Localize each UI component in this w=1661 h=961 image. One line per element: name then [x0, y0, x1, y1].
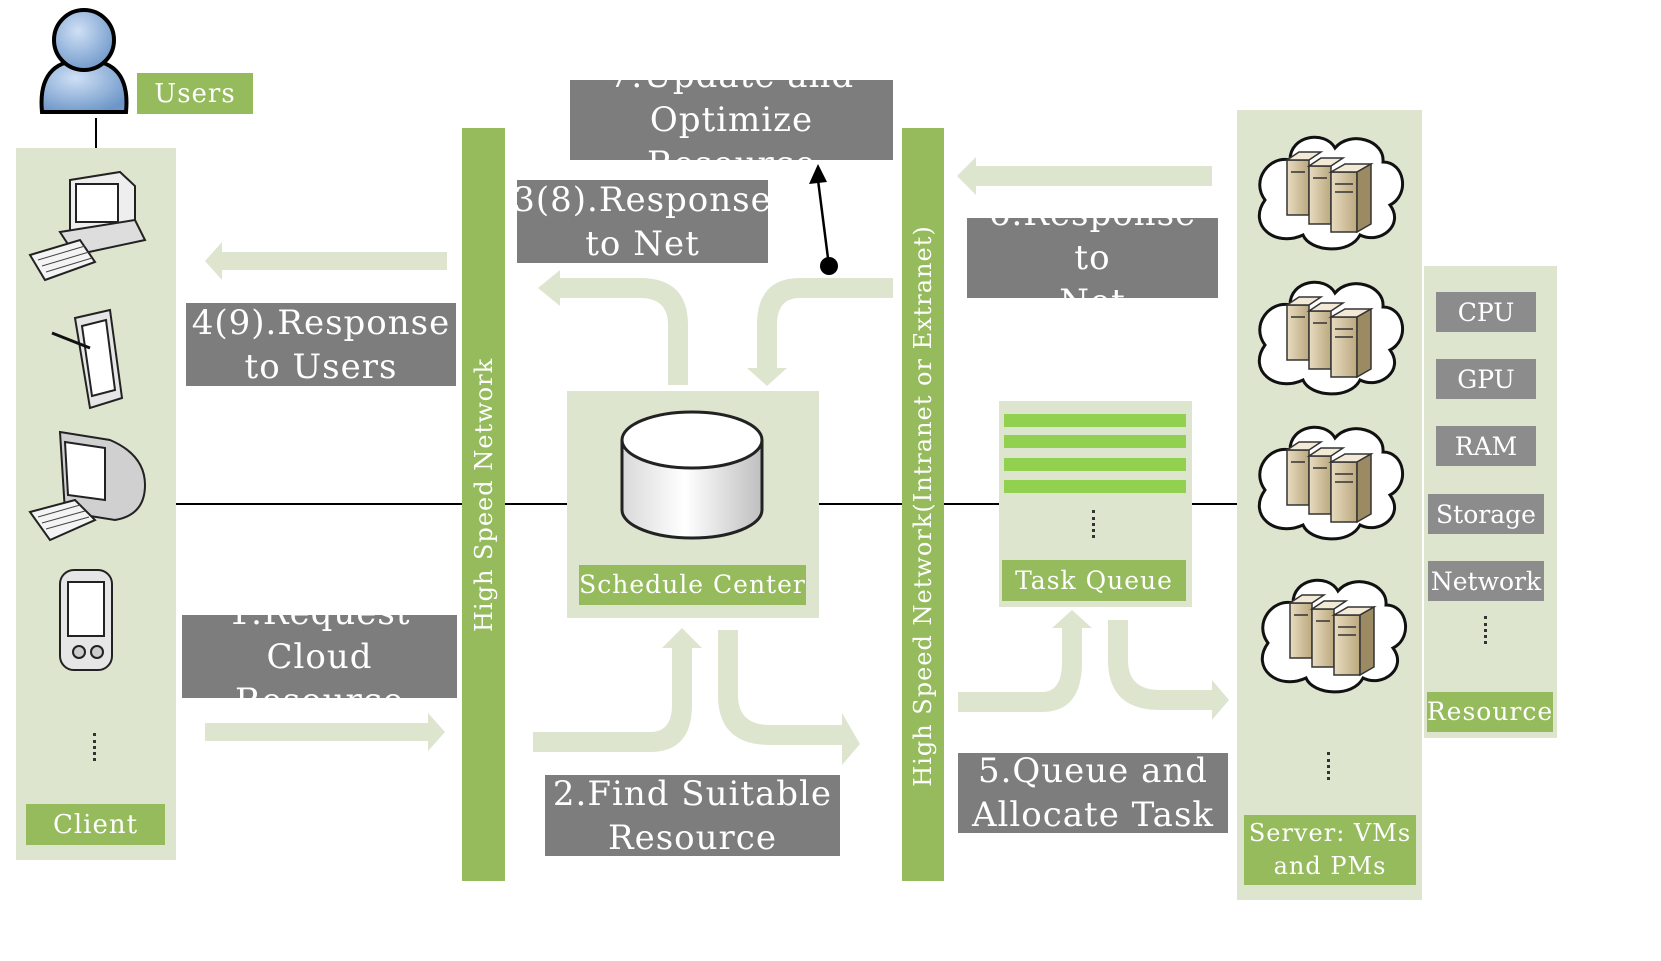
- flow-arrows: [205, 157, 1229, 765]
- step-2-label: 2.Find Suitable Resource: [545, 774, 840, 858]
- database-cylinder-icon: [620, 410, 764, 540]
- desktop-computer-icon: [28, 170, 147, 282]
- task-queue-label: Task Queue: [1002, 560, 1186, 601]
- network-bar-left: [462, 128, 505, 881]
- monitor-icon: [28, 430, 147, 542]
- resource-label: Resource: [1427, 692, 1553, 732]
- resource-item-gpu: GPU: [1436, 359, 1536, 399]
- user-icon: [39, 8, 129, 114]
- step-5-label: 5.Queue and Allocate Task: [958, 751, 1228, 835]
- tablet-icon: [51, 308, 124, 410]
- task-queue-more-dots: [1092, 510, 1099, 538]
- pda-icon: [59, 569, 113, 671]
- users-label: Users: [137, 73, 253, 114]
- client-more-dots: [93, 733, 100, 761]
- network-bar-right: [902, 128, 944, 881]
- resource-more-dots: [1484, 616, 1491, 644]
- network-right-label: High Speed Network(Intranet or Extranet): [909, 225, 937, 787]
- step-4-label: 4(9).Response to Users: [186, 303, 456, 387]
- step-3-label: 3(8).Response to Net: [513, 179, 772, 264]
- step-6-label: 6.Response to Net: [967, 194, 1218, 322]
- client-label: Client: [26, 804, 165, 845]
- resource-item-cpu: CPU: [1436, 292, 1536, 332]
- server-label: Server: VMs and PMs: [1244, 815, 1416, 885]
- schedule-center-label: Schedule Center: [579, 565, 806, 605]
- network-left-label: High Speed Network: [470, 357, 498, 632]
- resource-item-storage: Storage: [1428, 494, 1544, 534]
- resource-item-ram: RAM: [1436, 426, 1536, 466]
- step-7-label: 7.Update and Optimize Resource: [570, 56, 893, 184]
- server-more-dots: [1327, 752, 1334, 780]
- step-1-label: 1.Request Cloud Resource: [182, 593, 457, 721]
- resource-item-network: Network: [1428, 561, 1544, 601]
- queue-stripes: [1004, 414, 1186, 493]
